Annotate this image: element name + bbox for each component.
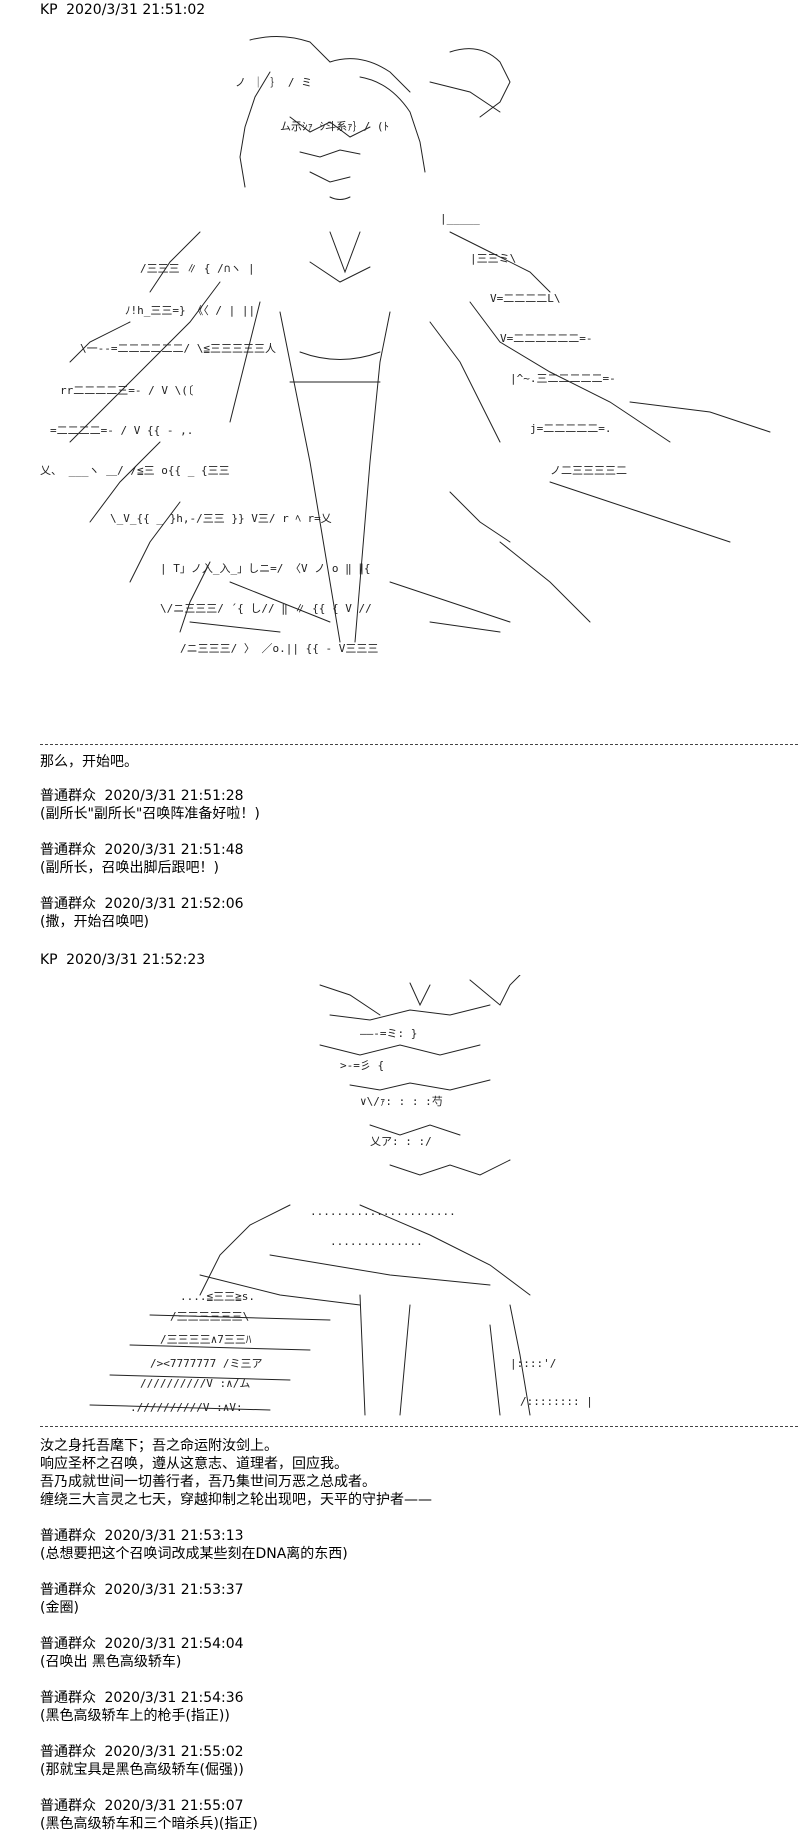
svg-text:ム示ｼｧ ｼ斗系ｧ｝/ (ﾄ: ム示ｼｧ ｼ斗系ｧ｝/ (ﾄ xyxy=(280,120,389,133)
speaker-name: 普通群众 xyxy=(40,1690,96,1706)
message-text: 缠绕三大言灵之七天，穿越抑制之轮出现吧，天平的守护者—— xyxy=(40,1492,432,1508)
speaker-name: KP xyxy=(40,952,58,968)
post-header: KP 2020/3/31 21:51:02 xyxy=(40,2,205,18)
post-header: 普通群众 2020/3/31 21:53:37 xyxy=(40,1582,244,1598)
speaker-name: 普通群众 xyxy=(40,1582,96,1598)
message-text: (副所长"副所长"召唤阵准备好啦！) xyxy=(40,806,260,822)
svg-text:ﾉ!h_三三=} 《〈 / | ||: ﾉ!h_三三=} 《〈 / | || xyxy=(125,304,255,317)
timestamp: 2020/3/31 21:54:04 xyxy=(104,1636,244,1652)
message-text: (金圈) xyxy=(40,1600,79,1616)
ascii-art-figure-1: ノ ｜ ｝ / ミ ム示ｼｧ ｼ斗系ｧ｝/ (ﾄ /三三三 ∥ { /∩ヽ | … xyxy=(30,22,790,740)
message-text: (撒，开始召唤吧) xyxy=(40,914,149,930)
svg-text:V=二二二二L\: V=二二二二L\ xyxy=(490,292,561,305)
message-text: (总想要把这个召唤词改成某些刻在DNA离的东西) xyxy=(40,1546,348,1562)
speaker-name: 普通群众 xyxy=(40,1636,96,1652)
svg-text:乂、 ___ヽ ＿/ /≦三 ο{{ _ {三三: 乂、 ___ヽ ＿/ /≦三 ο{{ _ {三三 xyxy=(40,464,230,477)
speaker-name: 普通群众 xyxy=(40,896,96,912)
post-header: 普通群众 2020/3/31 21:52:06 xyxy=(40,896,244,912)
speaker-name: 普通群众 xyxy=(40,842,96,858)
svg-text:\/ニ三三三/ ´{ し// ‖ ∥ {{ { V: \/ニ三三三/ ´{ し// ‖ ∥ {{ { V // xyxy=(160,602,372,615)
svg-text:|_____: |_____ xyxy=(440,212,480,225)
timestamp: 2020/3/31 21:55:02 xyxy=(104,1744,244,1760)
svg-text:\_V_{{ _ }h,-/三三 }} V三/: \_V_{{ _ }h,-/三三 }} V三/ r ﾍ r=乂 xyxy=(110,512,332,525)
speaker-name: 普通群众 xyxy=(40,788,96,804)
svg-text:/ニ三三三/ 〉 ／ο.|| {{ - V三三三: /ニ三三三/ 〉 ／ο.|| {{ - V三三三 xyxy=(180,642,378,655)
timestamp: 2020/3/31 21:53:13 xyxy=(104,1528,244,1544)
message-text: 汝之身托吾麾下；吾之命运附汝剑上。 xyxy=(40,1438,278,1454)
svg-text:V=二二二二二二=-: V=二二二二二二=- xyxy=(500,332,593,345)
message-text: (召唤出 黑色高级轿车) xyxy=(40,1654,182,1670)
svg-text:| T」ノ入_入_」しニ=/ 〈V ノ ο ‖ ∥{: | T」ノ入_入_」しニ=/ 〈V ノ ο ‖ ∥{ xyxy=(160,562,370,575)
timestamp: 2020/3/31 21:51:48 xyxy=(104,842,244,858)
separator-line xyxy=(40,1426,798,1427)
timestamp: 2020/3/31 21:53:37 xyxy=(104,1582,244,1598)
post-header: 普通群众 2020/3/31 21:55:07 xyxy=(40,1798,244,1814)
separator-line xyxy=(40,744,798,745)
svg-text:ノ ｜ ｝ / ミ: ノ ｜ ｝ / ミ xyxy=(235,76,312,89)
svg-text:∨\/ｧ: : : :芍: ∨\/ｧ: : : :芍 xyxy=(360,1095,443,1108)
svg-text:/三三三 ∥ { /∩ヽ |: /三三三 ∥ { /∩ヽ | xyxy=(140,262,255,275)
svg-text:..............: .............. xyxy=(330,1235,423,1248)
message-text: (黑色高级轿车上的枪手(指正)) xyxy=(40,1708,230,1724)
message-text: (黑色高级轿车和三个暗杀兵)(指正) xyxy=(40,1816,258,1832)
svg-text:|::::'/: |::::'/ xyxy=(510,1357,556,1370)
timestamp: 2020/3/31 21:54:36 xyxy=(104,1690,244,1706)
timestamp: 2020/3/31 21:52:06 xyxy=(104,896,244,912)
post-header: 普通群众 2020/3/31 21:53:13 xyxy=(40,1528,244,1544)
svg-text:rr二二二二三=- / V \(〔: rr二二二二三=- / V \(〔 xyxy=(60,384,193,397)
svg-text:......................: ...................... xyxy=(310,1205,456,1218)
ascii-art-figure-2: ——-=ミ: } >-=彡 { ∨\/ｧ: : : :芍 乂ア: : :/ ..… xyxy=(30,975,790,1423)
post-header: 普通群众 2020/3/31 21:51:48 xyxy=(40,842,244,858)
timestamp: 2020/3/31 21:51:28 xyxy=(104,788,244,804)
message-text: (副所长，召唤出脚后跟吧！) xyxy=(40,860,219,876)
svg-text:/三三三三∧7三三ﾊ: /三三三三∧7三三ﾊ xyxy=(160,1333,252,1346)
svg-text:|^~.三二二二二二=-: |^~.三二二二二二=- xyxy=(510,372,616,385)
svg-text:ノ二三三三三二: ノ二三三三三二 xyxy=(550,464,627,477)
svg-text:....≦三三≧s.: ....≦三三≧s. xyxy=(180,1290,255,1303)
svg-text:\一--=二二二二二二/ \≦三三三三三人: \一--=二二二二二二/ \≦三三三三三人 xyxy=(80,342,276,355)
speaker-name: KP xyxy=(40,2,58,18)
svg-text:|三三ミ\: |三三ミ\ xyxy=(470,252,516,265)
speaker-name: 普通群众 xyxy=(40,1528,96,1544)
post-header: 普通群众 2020/3/31 21:51:28 xyxy=(40,788,244,804)
svg-text:=二二二二=- / V {{ - ,.: =二二二二=- / V {{ - ,. xyxy=(50,424,193,437)
post-header: 普通群众 2020/3/31 21:54:36 xyxy=(40,1690,244,1706)
speaker-name: 普通群众 xyxy=(40,1798,96,1814)
timestamp: 2020/3/31 21:55:07 xyxy=(104,1798,244,1814)
ascii-art-drawing: ——-=ミ: } >-=彡 { ∨\/ｧ: : : :芍 乂ア: : :/ ..… xyxy=(89,975,593,1416)
svg-text://////////V :∧/ム: //////////V :∧/ム xyxy=(140,1377,250,1390)
svg-text:j=二二二二二=.: j=二二二二二=. xyxy=(530,422,612,435)
svg-text:——-=ミ: }: ——-=ミ: } xyxy=(360,1027,417,1040)
message-text: (那就宝具是黑色高级轿车(倔强)) xyxy=(40,1762,244,1778)
svg-text:/三三三三三三\: /三三三三三三\ xyxy=(170,1310,249,1323)
svg-text:/><7777777 /ミ三ア: /><7777777 /ミ三ア xyxy=(150,1357,262,1370)
svg-text:.//////////V :∧V:: .//////////V :∧V: xyxy=(130,1401,243,1414)
ascii-art-drawing: ノ ｜ ｝ / ミ ム示ｼｧ ｼ斗系ｧ｝/ (ﾄ /三三三 ∥ { /∩ヽ | … xyxy=(40,36,771,655)
post-header: 普通群众 2020/3/31 21:54:04 xyxy=(40,1636,244,1652)
post-header: 普通群众 2020/3/31 21:55:02 xyxy=(40,1744,244,1760)
svg-text:/:::::::: |: /:::::::: | xyxy=(520,1395,593,1408)
message-text: 吾乃成就世间一切善行者，吾乃集世间万恶之总成者。 xyxy=(40,1474,376,1490)
timestamp: 2020/3/31 21:51:02 xyxy=(66,2,206,18)
post-header: KP 2020/3/31 21:52:23 xyxy=(40,952,205,968)
message-text: 那么，开始吧。 xyxy=(40,754,138,770)
message-text: 响应圣杯之召唤，遵从这意志、道理者，回应我。 xyxy=(40,1456,348,1472)
svg-text:乂ア: : :/: 乂ア: : :/ xyxy=(370,1135,432,1148)
speaker-name: 普通群众 xyxy=(40,1744,96,1760)
svg-text:>-=彡 {: >-=彡 { xyxy=(340,1059,384,1072)
timestamp: 2020/3/31 21:52:23 xyxy=(66,952,206,968)
